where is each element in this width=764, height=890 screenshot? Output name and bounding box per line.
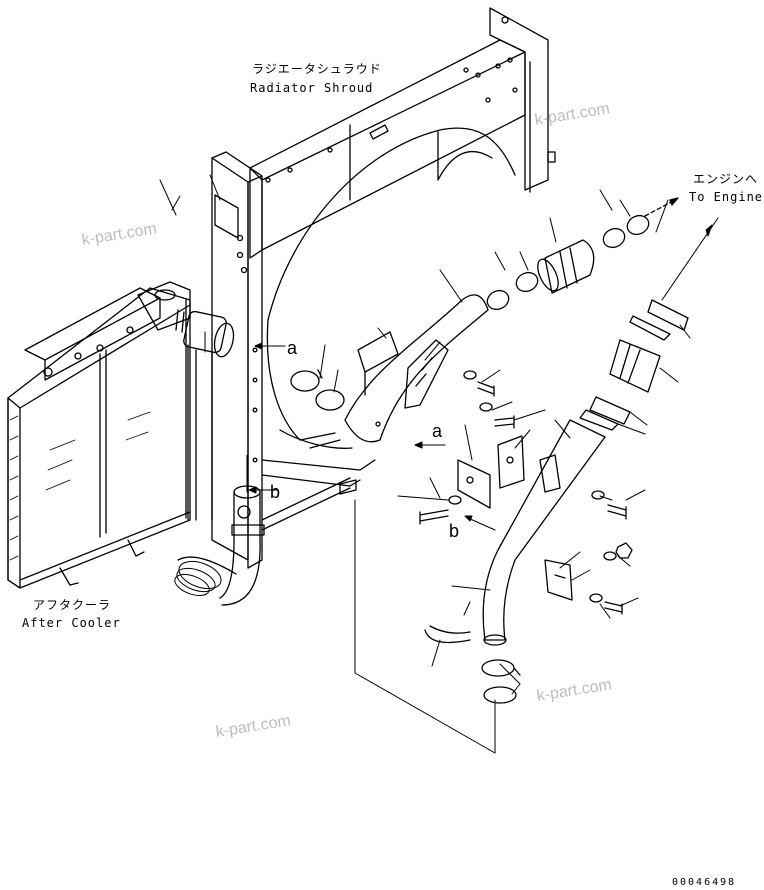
u-bolt <box>424 625 471 644</box>
lower-cooler-elbow <box>174 485 265 606</box>
hose-support-plate <box>404 339 449 409</box>
radiator-shroud-label-en: Radiator Shroud <box>250 81 374 95</box>
to-engine-label-en: To Engine <box>689 190 764 204</box>
after-cooler <box>7 281 191 589</box>
tall-curved-pipe <box>482 419 606 646</box>
pipe-bracket <box>544 559 573 601</box>
after-cooler-label-jp: アフタクーラ <box>33 598 112 612</box>
engine-direction-arrow <box>644 197 679 217</box>
upper-cooler-hose <box>175 309 235 358</box>
reference-arrows <box>248 224 713 531</box>
tee-bracket <box>457 435 525 509</box>
ref-b-left: b <box>270 482 281 502</box>
ref-a-left: a <box>287 338 298 358</box>
leader-lines <box>159 174 719 754</box>
right-sleeve-stack <box>579 299 689 431</box>
intake-sleeve <box>537 239 595 294</box>
lower-clamps <box>481 659 521 704</box>
to-engine-label-jp: エンジンへ <box>693 172 759 186</box>
after-cooler-label-en: After Cooler <box>22 616 121 630</box>
shroud-bracket <box>357 331 399 396</box>
pipe-clip-plate <box>539 454 561 493</box>
radiator-shroud <box>211 7 556 569</box>
washers-and-bolts <box>419 370 633 615</box>
fan-side-hose <box>344 294 489 443</box>
document-number: 00046498 <box>672 877 737 888</box>
clamp-group-top <box>486 214 650 311</box>
vertical-intake-pipe <box>187 344 213 521</box>
ref-a-right: a <box>432 421 443 441</box>
radiator-shroud-label-jp: ラジエータシュラウド <box>252 62 382 76</box>
ref-b-right: b <box>449 521 460 541</box>
hose-clamp-pair-a <box>290 369 345 411</box>
